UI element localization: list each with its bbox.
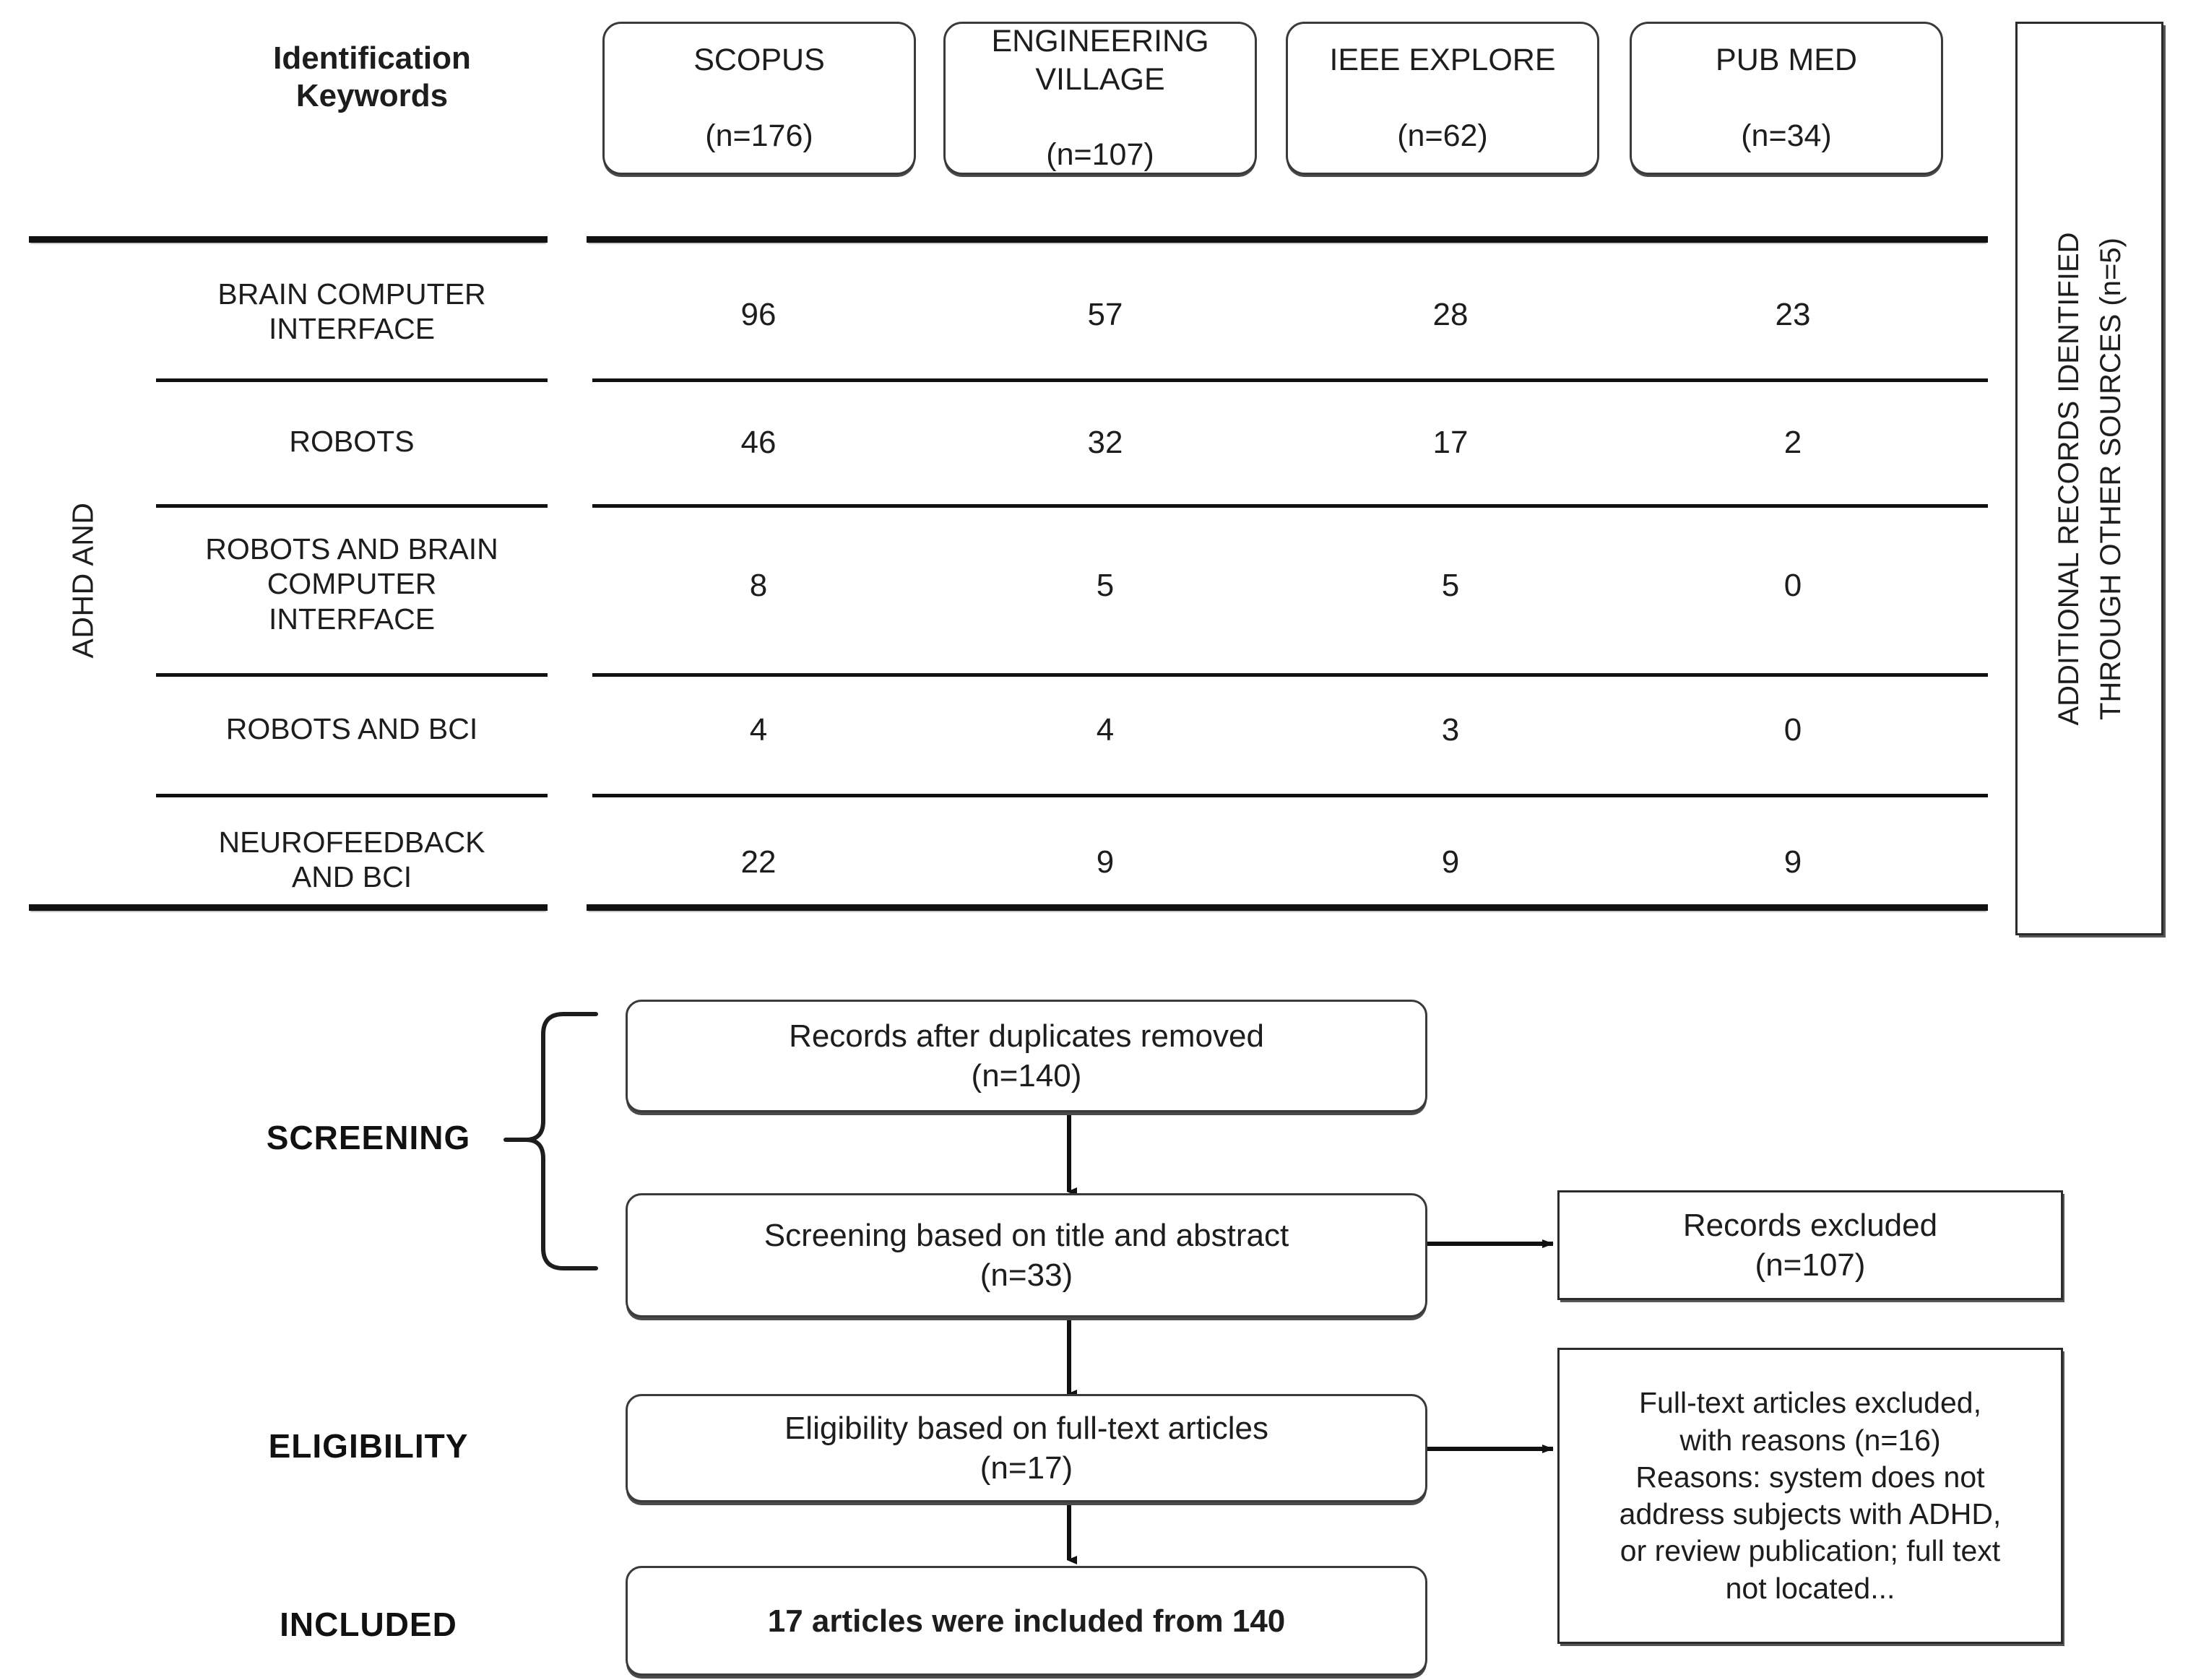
table-rule-r4-left bbox=[156, 794, 548, 797]
table-cell-r4-c0: 22 bbox=[740, 844, 777, 880]
screening-brace bbox=[503, 1012, 598, 1270]
source-box-scopus: SCOPUS (n=176) bbox=[602, 22, 916, 175]
source-box-engineering-village: ENGINEERING VILLAGE (n=107) bbox=[943, 22, 1257, 175]
table-rule-r3-right bbox=[592, 673, 1988, 677]
additional-records-line-1: ADDITIONAL RECORDS IDENTIFIED bbox=[2052, 231, 2085, 726]
table-cell-r3-c3: 0 bbox=[1783, 712, 1802, 748]
table-cell-r0-c3: 23 bbox=[1775, 297, 1811, 332]
table-rule-bottom-right bbox=[587, 904, 1988, 911]
table-row-label-4: NEUROFEEDBACK AND BCI bbox=[218, 826, 485, 894]
table-cell-r1-c1: 32 bbox=[1087, 425, 1123, 460]
table-cell-r3-c2: 3 bbox=[1441, 712, 1460, 748]
table-cell-r0-c0: 96 bbox=[740, 297, 777, 332]
flow-box-fulltext-excluded: Full-text articles excluded, with reason… bbox=[1557, 1348, 2063, 1644]
table-row-label-2: ROBOTS AND BRAIN COMPUTER INTERFACE bbox=[205, 532, 498, 636]
table-cell-r2-c2: 5 bbox=[1441, 568, 1460, 603]
flow-box-included-final: 17 articles were included from 140 bbox=[626, 1566, 1427, 1676]
table-cell-r1-c2: 17 bbox=[1432, 425, 1469, 460]
identification-keywords-label: Identification Keywords bbox=[273, 40, 471, 113]
table-rule-top-left bbox=[29, 236, 548, 243]
table-cell-r4-c1: 9 bbox=[1096, 844, 1115, 880]
source-count-scopus: (n=176) bbox=[705, 118, 813, 154]
table-rule-r2-left bbox=[156, 504, 548, 508]
table-cell-r2-c3: 0 bbox=[1783, 568, 1802, 603]
source-count-pub-med: (n=34) bbox=[1741, 118, 1832, 154]
table-row-label-0: BRAIN COMPUTER INTERFACE bbox=[217, 277, 486, 346]
row-group-label-adhd-and: ADHD AND bbox=[66, 502, 100, 659]
table-cell-r4-c3: 9 bbox=[1783, 844, 1802, 880]
stage-label-included: INCLUDED bbox=[280, 1606, 457, 1643]
table-cell-r2-c0: 8 bbox=[749, 568, 768, 603]
table-cell-r2-c1: 5 bbox=[1096, 568, 1115, 603]
table-cell-r0-c1: 57 bbox=[1087, 297, 1123, 332]
flow-box-records-excluded: Records excluded (n=107) bbox=[1557, 1190, 2063, 1300]
source-name-pub-med: PUB MED bbox=[1716, 43, 1857, 78]
table-cell-r0-c2: 28 bbox=[1432, 297, 1469, 332]
table-row-label-3: ROBOTS AND BCI bbox=[225, 712, 478, 745]
table-cell-r4-c2: 9 bbox=[1441, 844, 1460, 880]
additional-records-line-2: THROUGH OTHER SOURCES (n=5) bbox=[2094, 237, 2127, 720]
source-name-scopus: SCOPUS bbox=[693, 43, 825, 78]
flow-box-eligibility-fulltext: Eligibility based on full-text articles … bbox=[626, 1394, 1427, 1502]
source-name-engineering-village: ENGINEERING VILLAGE bbox=[991, 24, 1209, 97]
table-rule-r1-left bbox=[156, 378, 548, 382]
table-cell-r3-c1: 4 bbox=[1096, 712, 1115, 748]
source-name-ieee-explore: IEEE EXPLORE bbox=[1329, 43, 1556, 78]
table-rule-top-right bbox=[587, 236, 1988, 243]
table-row-label-1: ROBOTS bbox=[289, 425, 415, 458]
table-cell-r1-c3: 2 bbox=[1783, 425, 1802, 460]
source-box-ieee-explore: IEEE EXPLORE (n=62) bbox=[1286, 22, 1599, 175]
source-box-pub-med: PUB MED (n=34) bbox=[1630, 22, 1943, 175]
source-count-engineering-village: (n=107) bbox=[1046, 137, 1154, 173]
stage-label-screening: SCREENING bbox=[266, 1119, 471, 1156]
table-rule-r4-right bbox=[592, 794, 1988, 797]
flow-box-screening-title-abstract: Screening based on title and abstract (n… bbox=[626, 1193, 1427, 1317]
table-rule-r1-right bbox=[592, 378, 1988, 382]
source-count-ieee-explore: (n=62) bbox=[1397, 118, 1488, 154]
table-rule-r2-right bbox=[592, 504, 1988, 508]
table-rule-r3-left bbox=[156, 673, 548, 677]
additional-records-box: ADDITIONAL RECORDS IDENTIFIED THROUGH OT… bbox=[2015, 22, 2163, 935]
table-rule-bottom-left bbox=[29, 904, 548, 911]
additional-records-text: ADDITIONAL RECORDS IDENTIFIED THROUGH OT… bbox=[2048, 232, 2132, 725]
flow-box-duplicates-removed: Records after duplicates removed (n=140) bbox=[626, 1000, 1427, 1112]
stage-label-eligibility: ELIGIBILITY bbox=[268, 1427, 469, 1465]
table-cell-r1-c0: 46 bbox=[740, 425, 777, 460]
table-cell-r3-c0: 4 bbox=[749, 712, 768, 748]
